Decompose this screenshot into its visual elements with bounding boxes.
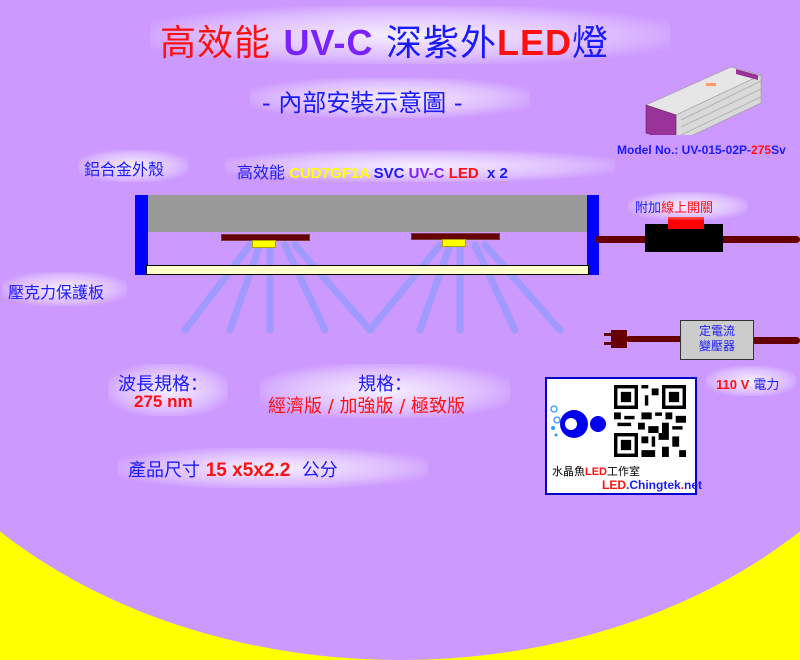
uv-rays-illustration (181, 241, 564, 334)
constant-current-driver: 定電流 變壓器 (680, 320, 754, 360)
product-size: 產品尺寸 15 x5x2.2 公分 (128, 460, 338, 481)
cover-label: 壓克力保護板 (8, 283, 105, 302)
model-number: Model No.: UV-015-02P-275Sv (617, 143, 786, 157)
housing-label-glow (78, 150, 188, 182)
switch-label: 附加線上開關 (635, 201, 714, 216)
subtitle: - 內部安裝示意圖 - (262, 89, 463, 117)
led-label-glow (225, 150, 615, 182)
led-chip-model: CUD7GF1A (289, 165, 370, 182)
led-chip-2 (442, 239, 466, 247)
housing-end-cap-left (135, 195, 148, 275)
page-title: 高效能 UV-C 深紫外LED燈 (160, 14, 609, 66)
spec-label: 規格： (358, 374, 412, 395)
brand-url-link[interactable]: LED.Chingtek.net (602, 478, 703, 492)
subtitle-glow (250, 78, 530, 118)
title-part-uvc: UV-C (283, 22, 374, 63)
wavelength-value: 275 nm (134, 392, 193, 411)
crystal-fish-logo-icon (550, 405, 606, 438)
brand-name: 水晶魚LED工作室 (552, 465, 640, 478)
switch-label-glow (628, 192, 748, 220)
driver-product-image (645, 66, 762, 135)
cable-to-switch (595, 236, 650, 243)
title-part-led: LED (496, 22, 572, 63)
wavelength-label: 波長規格： (118, 374, 208, 395)
spec-value: 經濟版 / 加強版 / 極致版 (268, 396, 466, 417)
housing-label: 鋁合金外殼 (84, 160, 165, 179)
power-plug-icon (604, 330, 684, 348)
qr-code[interactable] (612, 385, 688, 457)
title-part-deep-uv: 深紫外 (385, 23, 497, 64)
inline-switch-button (668, 217, 704, 229)
title-glow (150, 6, 670, 64)
power-label-glow (706, 366, 796, 396)
led-chip-1 (252, 240, 276, 248)
aluminum-housing (148, 195, 588, 232)
acrylic-cover (146, 265, 589, 275)
cable-from-driver (752, 337, 800, 344)
title-part-lamp: 燈 (571, 23, 609, 64)
size-glow (118, 448, 428, 488)
power-label: 110 V 電力 (716, 377, 780, 393)
housing-end-cap-right (587, 195, 599, 275)
driver-label-line2: 變壓器 (698, 339, 735, 353)
cover-label-glow (2, 272, 127, 306)
wavelength-glow (108, 364, 228, 416)
spec-glow (260, 364, 510, 418)
title-part-high-efficiency: 高效能 (160, 23, 272, 64)
cable-after-switch (720, 236, 800, 243)
led-quantity: x 2 (487, 165, 508, 182)
driver-label-line1: 定電流 (698, 324, 735, 338)
led-label: 高效能 CUD7GF1A SVC UV-C LED x 2 (237, 163, 508, 182)
